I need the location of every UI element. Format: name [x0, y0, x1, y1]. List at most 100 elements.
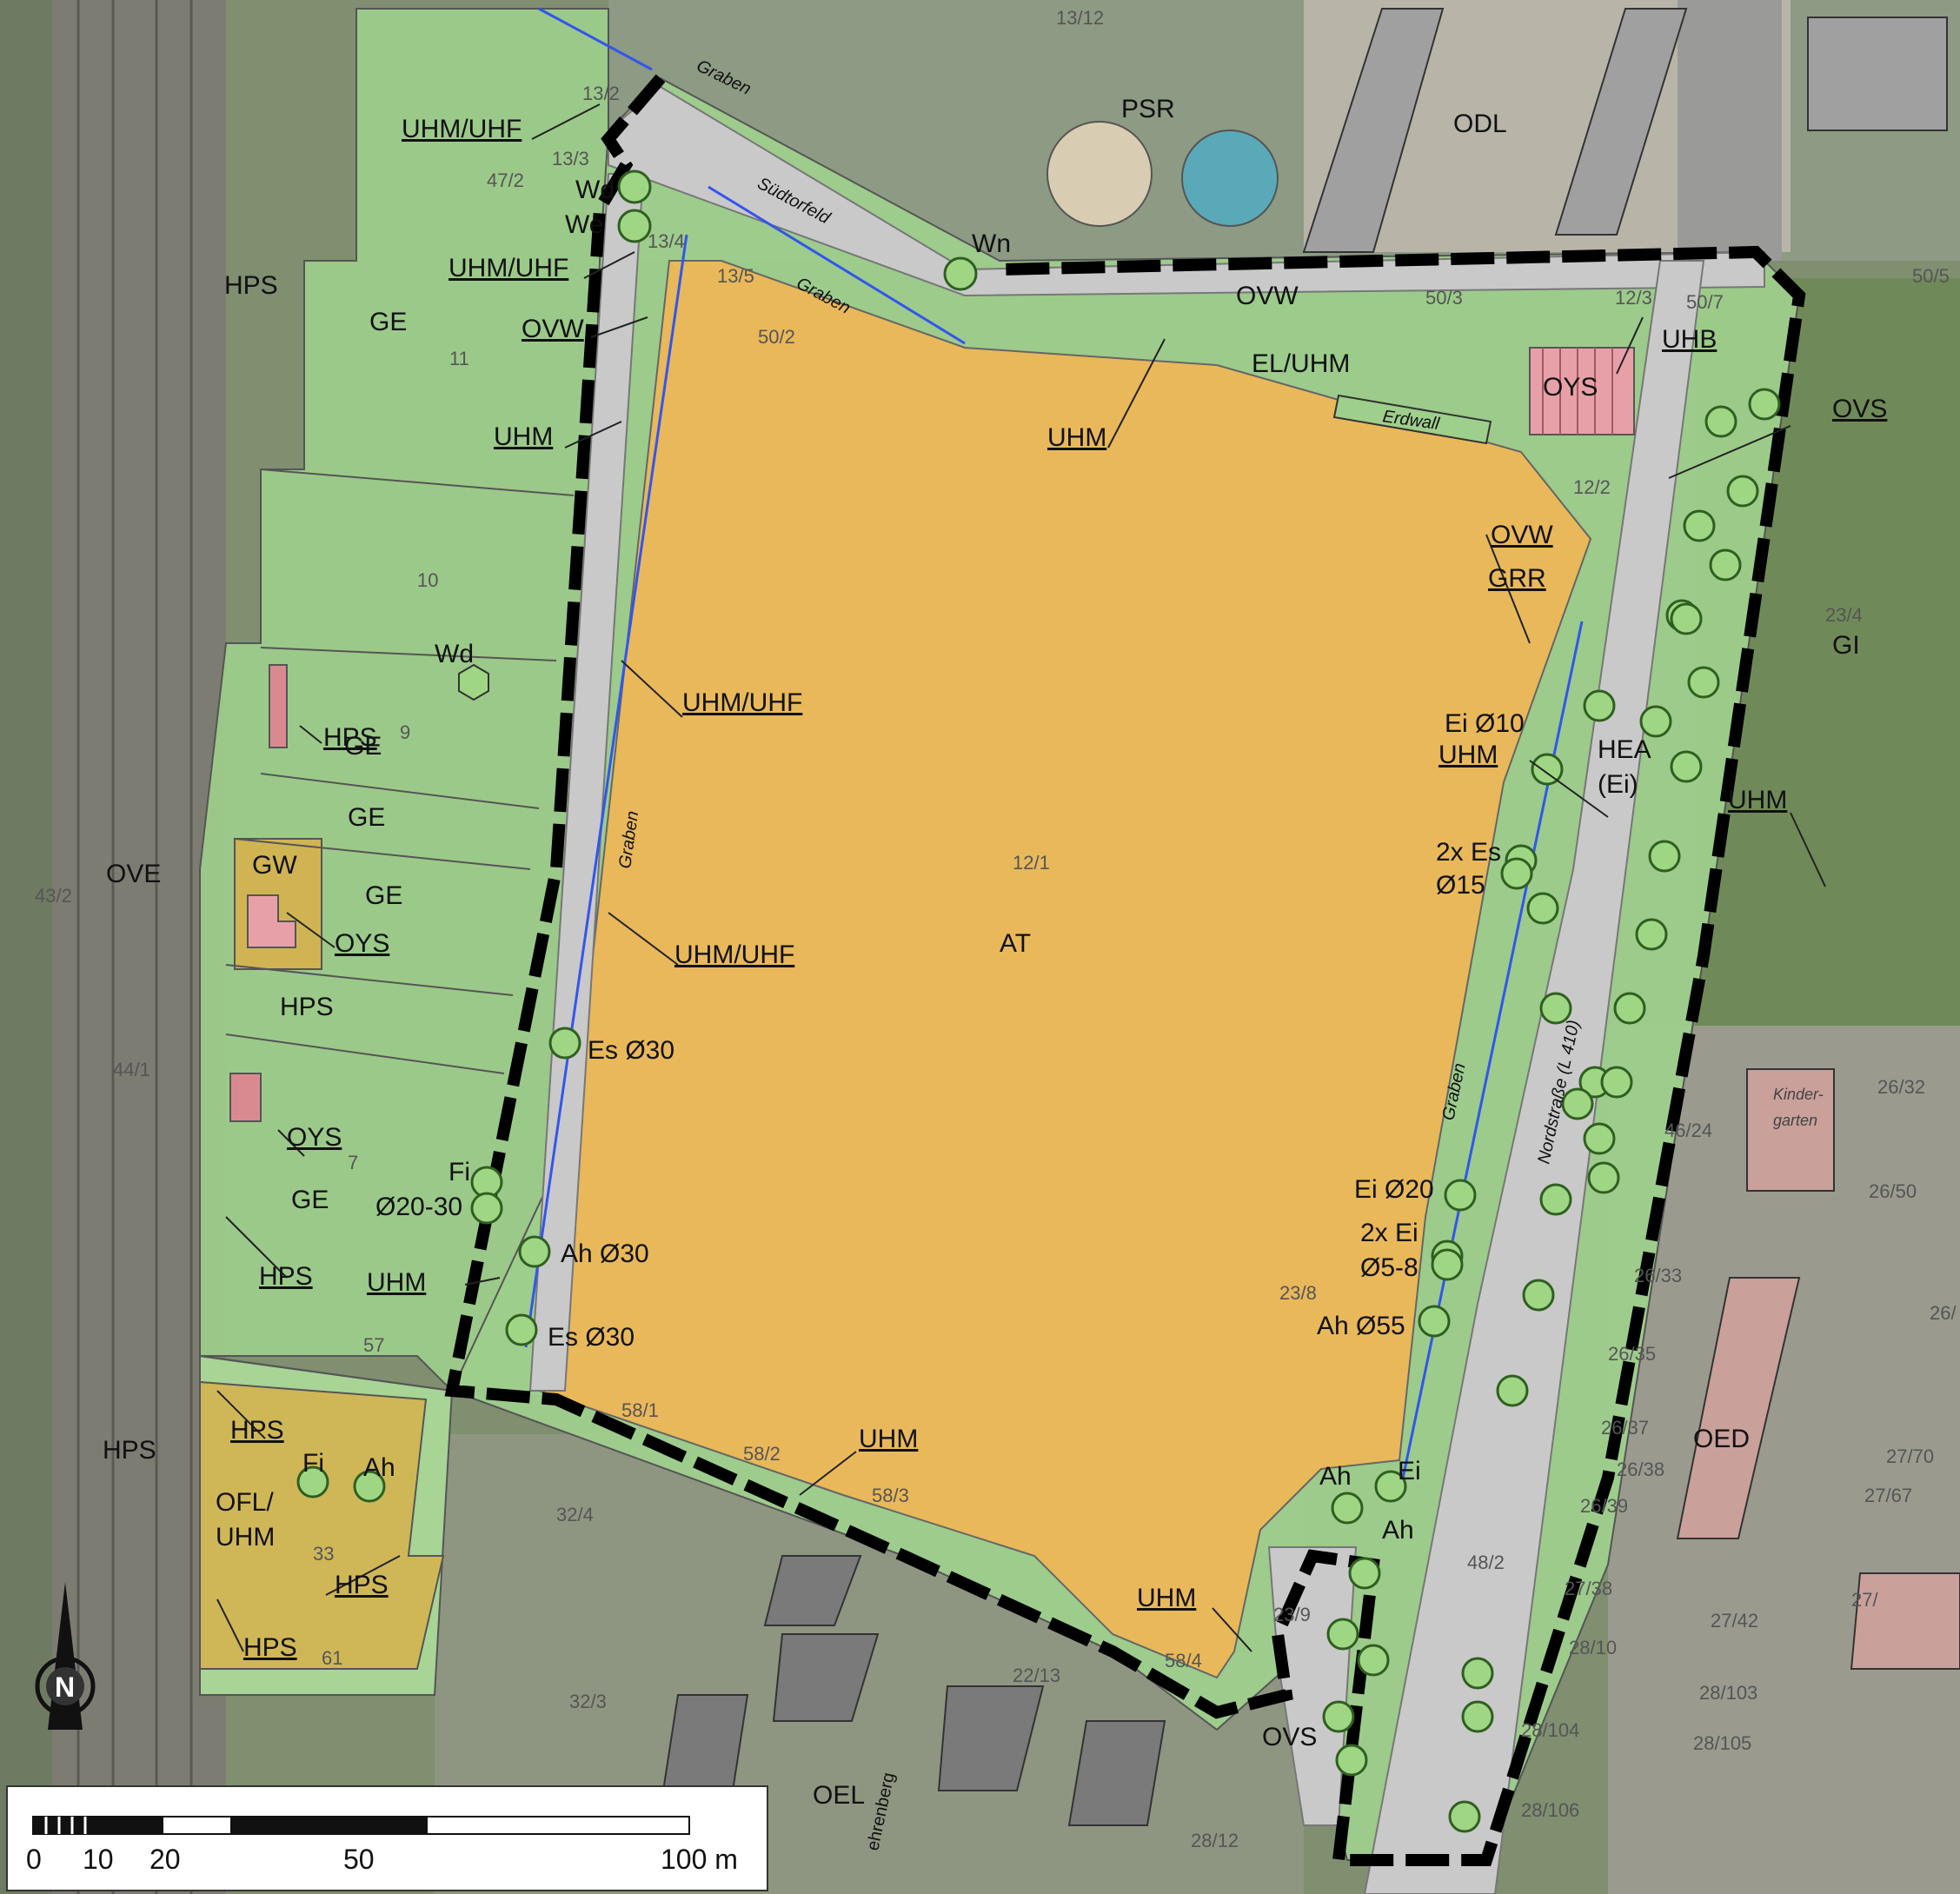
oys-north [1529, 347, 1635, 435]
svg-text:HPS: HPS [103, 1436, 156, 1465]
svg-text:UHM: UHM [1438, 741, 1498, 769]
svg-text:32/3: 32/3 [569, 1691, 607, 1712]
svg-text:Ø20-30: Ø20-30 [375, 1193, 462, 1221]
svg-text:OVS: OVS [1262, 1723, 1317, 1751]
psr-basin-1 [1046, 121, 1153, 227]
svg-text:2x Ei: 2x Ei [1360, 1219, 1419, 1247]
svg-text:44/1: 44/1 [113, 1059, 150, 1080]
svg-text:AT: AT [1000, 929, 1031, 958]
svg-text:12/2: 12/2 [1573, 476, 1611, 498]
svg-text:ODL: ODL [1453, 110, 1507, 138]
svg-text:N: N [55, 1671, 75, 1703]
svg-text:Es Ø30: Es Ø30 [588, 1036, 674, 1065]
svg-text:HPS: HPS [224, 271, 278, 300]
svg-text:27/: 27/ [1851, 1589, 1878, 1611]
svg-text:OED: OED [1693, 1425, 1750, 1453]
svg-text:28/103: 28/103 [1699, 1682, 1757, 1704]
svg-text:13/2: 13/2 [582, 83, 620, 104]
svg-text:UHM: UHM [1728, 786, 1787, 814]
svg-text:27/67: 27/67 [1864, 1485, 1912, 1506]
svg-text:23/8: 23/8 [1279, 1282, 1317, 1304]
svg-text:GRR: GRR [1488, 564, 1546, 593]
svg-text:20: 20 [149, 1844, 181, 1875]
svg-text:61: 61 [322, 1647, 342, 1669]
svg-text:OVE: OVE [106, 860, 161, 888]
svg-text:GE: GE [291, 1186, 329, 1214]
svg-text:48/2: 48/2 [1467, 1552, 1505, 1573]
oys-west-1 [269, 664, 288, 748]
svg-text:11: 11 [449, 348, 469, 369]
svg-text:OYS: OYS [335, 929, 389, 958]
svg-text:OEL: OEL [813, 1781, 865, 1810]
svg-text:Es Ø30: Es Ø30 [548, 1323, 635, 1352]
svg-text:Ei: Ei [1398, 1457, 1421, 1485]
svg-text:UHM: UHM [859, 1425, 918, 1453]
svg-text:Fi: Fi [302, 1449, 324, 1478]
svg-text:OVW: OVW [522, 315, 584, 343]
svg-text:7: 7 [348, 1152, 358, 1173]
svg-text:GE: GE [348, 803, 385, 832]
svg-text:UHM: UHM [1047, 423, 1106, 452]
svg-text:47/2: 47/2 [487, 169, 524, 191]
svg-text:Ah Ø30: Ah Ø30 [561, 1239, 649, 1268]
svg-text:50/2: 50/2 [758, 326, 795, 348]
svg-text:OYS: OYS [287, 1123, 342, 1152]
svg-text:Ei Ø10: Ei Ø10 [1445, 709, 1525, 738]
svg-text:13/3: 13/3 [552, 148, 589, 169]
project-boundary [444, 74, 1806, 1866]
svg-text:UHM/UHF: UHM/UHF [682, 688, 802, 717]
svg-text:GE: GE [365, 881, 402, 910]
svg-text:HEA: HEA [1598, 735, 1651, 764]
svg-text:HPS: HPS [230, 1416, 284, 1445]
svg-text:57: 57 [363, 1334, 384, 1356]
svg-text:26/50: 26/50 [1869, 1180, 1917, 1202]
svg-text:Ah: Ah [1319, 1462, 1352, 1491]
svg-text:UHM: UHM [494, 422, 553, 451]
svg-text:2x Es: 2x Es [1436, 838, 1501, 867]
svg-text:28/106: 28/106 [1521, 1799, 1579, 1821]
north-arrow: N [35, 1582, 96, 1730]
svg-text:UHB: UHB [1662, 325, 1717, 354]
svg-text:GW: GW [252, 851, 297, 880]
field-at [537, 260, 1592, 1679]
svg-text:UHM: UHM [367, 1268, 426, 1297]
svg-text:(Ei): (Ei) [1598, 770, 1638, 799]
svg-text:garten: garten [1773, 1112, 1817, 1129]
svg-text:HPS: HPS [280, 993, 334, 1021]
biotope-labels: HPS GE OVE HPS GE GE GW GE OYS HPS OYS G… [103, 95, 1887, 1810]
svg-text:HPS: HPS [323, 723, 377, 752]
svg-text:UHM: UHM [1137, 1584, 1196, 1612]
svg-text:UHM: UHM [216, 1523, 275, 1552]
svg-text:26/37: 26/37 [1601, 1417, 1649, 1439]
svg-text:27/42: 27/42 [1711, 1610, 1758, 1631]
svg-text:10: 10 [83, 1844, 114, 1875]
svg-text:OYS: OYS [1543, 373, 1598, 402]
svg-text:26/35: 26/35 [1608, 1343, 1656, 1365]
svg-text:13/12: 13/12 [1056, 7, 1104, 29]
svg-text:28/104: 28/104 [1521, 1719, 1579, 1741]
svg-text:GE: GE [369, 308, 407, 336]
svg-text:0: 0 [26, 1844, 42, 1875]
svg-text:Ø15: Ø15 [1436, 871, 1485, 900]
svg-text:50: 50 [343, 1844, 375, 1875]
svg-text:33: 33 [313, 1543, 334, 1565]
svg-text:100 m: 100 m [661, 1844, 738, 1875]
svg-text:58/2: 58/2 [743, 1443, 781, 1465]
svg-text:32/4: 32/4 [556, 1504, 594, 1525]
svg-text:HPS: HPS [335, 1571, 389, 1599]
svg-text:OVW: OVW [1236, 282, 1299, 310]
parcel-numbers: 13/12 13/2 13/3 47/2 13/4 13/5 50/2 50/3… [35, 7, 1957, 1851]
svg-text:50/3: 50/3 [1425, 287, 1463, 309]
svg-text:OVS: OVS [1832, 395, 1887, 423]
svg-text:23/9: 23/9 [1273, 1604, 1311, 1625]
svg-text:Ø5-8: Ø5-8 [1360, 1253, 1419, 1282]
svg-text:UHM/UHF: UHM/UHF [674, 940, 794, 969]
svg-text:26/33: 26/33 [1634, 1265, 1682, 1286]
svg-text:27/70: 27/70 [1886, 1445, 1934, 1467]
svg-text:Wd: Wd [575, 176, 615, 204]
svg-text:HPS: HPS [243, 1633, 297, 1662]
svg-text:23/4: 23/4 [1825, 604, 1863, 626]
svg-text:28/10: 28/10 [1569, 1637, 1617, 1658]
road-nordstrasse [1363, 260, 1705, 1894]
